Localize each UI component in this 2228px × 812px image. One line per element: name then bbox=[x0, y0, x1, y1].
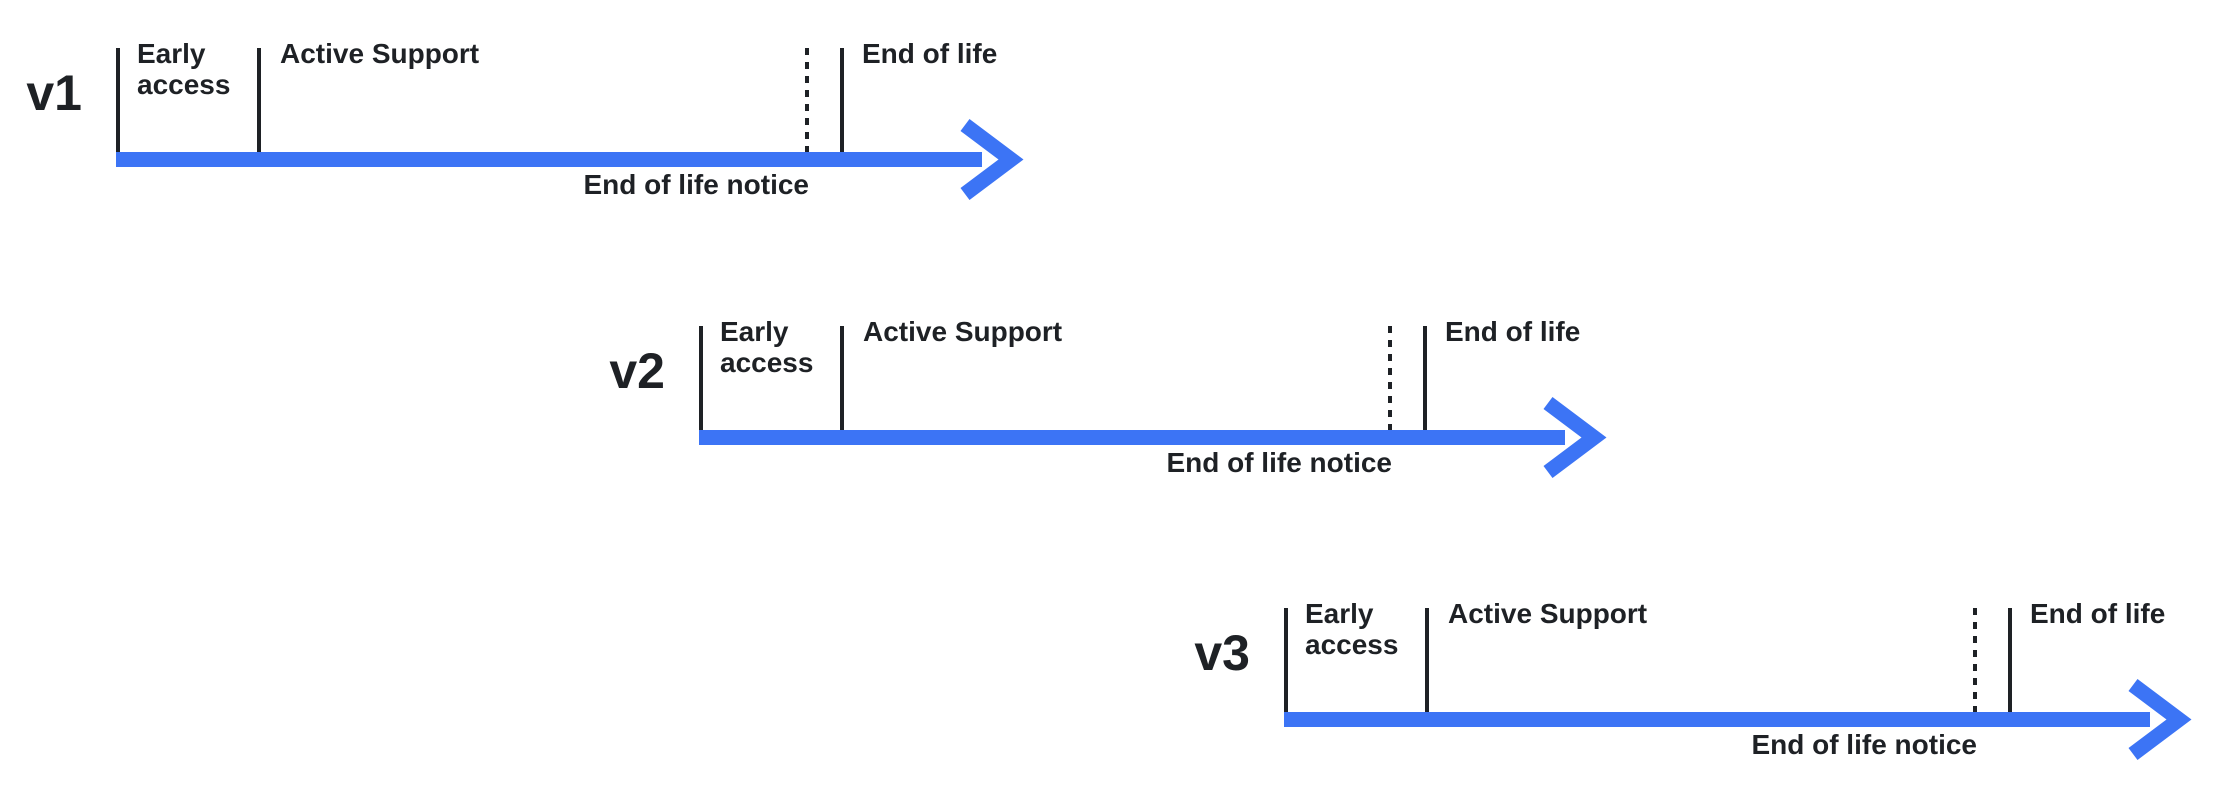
version-label: v2 bbox=[609, 343, 665, 399]
phase-active-support: Active Support bbox=[280, 38, 480, 69]
phase-end-of-life-notice: End of life notice bbox=[1166, 447, 1392, 478]
arrow-shaft bbox=[1284, 712, 2150, 727]
version-label: v1 bbox=[26, 65, 82, 121]
phase-early-access: Early access bbox=[137, 38, 231, 100]
arrow-shaft bbox=[699, 430, 1565, 445]
phase-end-of-life: End of life bbox=[1445, 316, 1581, 347]
phase-end-of-life: End of life bbox=[2030, 598, 2166, 629]
timeline-arrow-graphic bbox=[116, 48, 1024, 200]
phase-end-of-life-notice: End of life notice bbox=[1751, 729, 1977, 760]
arrow-shaft bbox=[116, 152, 982, 167]
phase-active-support: Active Support bbox=[1448, 598, 1648, 629]
phase-end-of-life: End of life bbox=[862, 38, 998, 69]
version-label: v3 bbox=[1194, 625, 1250, 681]
arrow-head bbox=[960, 119, 1024, 200]
timeline-arrow-graphic bbox=[1284, 608, 2192, 760]
timeline-v1: v1 Early access Active Support End of li… bbox=[26, 38, 1078, 228]
phase-end-of-life-notice: End of life notice bbox=[583, 169, 809, 200]
phase-active-support: Active Support bbox=[863, 316, 1063, 347]
phase-early-access: Early access bbox=[720, 316, 814, 378]
timeline-v2: v2 Early access Active Support End of li… bbox=[609, 316, 1661, 506]
arrow-head bbox=[1543, 397, 1607, 478]
phase-early-access: Early access bbox=[1305, 598, 1399, 660]
timeline-v3: v3 Early access Active Support End of li… bbox=[1194, 598, 2228, 788]
timeline-arrow-graphic bbox=[699, 326, 1607, 478]
arrow-head bbox=[2128, 679, 2192, 760]
